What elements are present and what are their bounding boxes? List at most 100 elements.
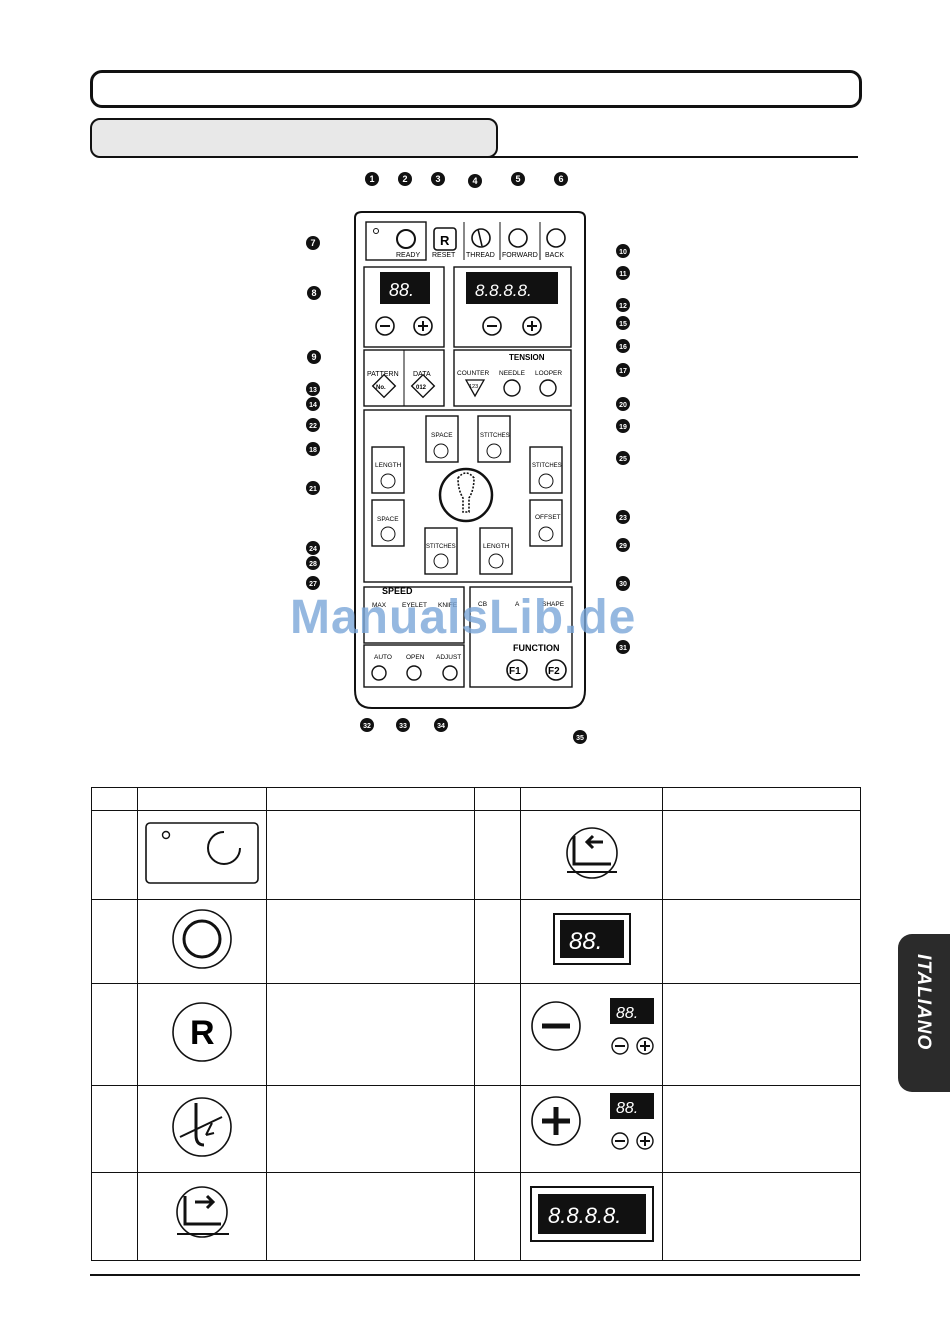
callout-marker bbox=[306, 481, 320, 495]
key-table: 88. R 88. bbox=[91, 787, 861, 1261]
length-bottom-label: LENGTH bbox=[483, 543, 510, 550]
f2-label: F2 bbox=[548, 666, 560, 677]
back-key-icon bbox=[565, 826, 618, 879]
space-left-label: SPACE bbox=[377, 516, 399, 523]
callout-number: 5 bbox=[515, 174, 520, 184]
max-label: MAX bbox=[372, 602, 387, 609]
callout-marker bbox=[398, 172, 412, 186]
callout-number: 28 bbox=[309, 561, 317, 568]
callout-number: 20 bbox=[619, 402, 627, 409]
adjust-label: ADJUST bbox=[436, 654, 461, 661]
callout-marker bbox=[616, 510, 630, 524]
callout-number: 12 bbox=[619, 303, 627, 310]
open-icon bbox=[406, 665, 422, 681]
callout-marker bbox=[306, 418, 320, 432]
plus-key-icon: 88. bbox=[530, 1092, 654, 1150]
callout-number: 8 bbox=[311, 288, 316, 298]
callout-marker bbox=[360, 718, 374, 732]
callout-number: 33 bbox=[399, 723, 407, 730]
callout-number: 15 bbox=[619, 321, 627, 328]
tension-label: TENSION bbox=[509, 353, 545, 362]
callout-marker bbox=[306, 556, 320, 570]
small-display bbox=[380, 272, 430, 304]
callout-number: 7 bbox=[310, 238, 315, 248]
minus-key-icon: 88. bbox=[530, 998, 654, 1055]
auto-icon bbox=[371, 665, 387, 681]
reset-key-icon: R bbox=[172, 1002, 232, 1062]
callout-marker bbox=[616, 316, 630, 330]
callout-marker bbox=[434, 718, 448, 732]
a-label: A bbox=[515, 601, 520, 608]
watermark: ManualsLib.de bbox=[290, 591, 637, 644]
table-row: 88. bbox=[91, 899, 861, 984]
callout-marker bbox=[396, 718, 410, 732]
knife-label: KNIFE bbox=[438, 602, 458, 609]
language-label: ITALIANO bbox=[913, 954, 934, 1051]
callout-marker bbox=[554, 172, 568, 186]
function-label: FUNCTION bbox=[513, 643, 560, 653]
thread-icon bbox=[471, 228, 491, 248]
callout-marker bbox=[306, 382, 320, 396]
data-icon-text: 012 bbox=[416, 385, 427, 391]
callout-number: 24 bbox=[309, 546, 317, 553]
ready-label: READY bbox=[396, 252, 420, 259]
needle-label: NEEDLE bbox=[499, 370, 526, 377]
callout-number: 3 bbox=[435, 174, 440, 184]
footer-rule bbox=[90, 1274, 860, 1276]
eyelet-label: EYELET bbox=[402, 602, 427, 609]
back-label: BACK bbox=[545, 252, 564, 259]
cb-label: CB bbox=[478, 601, 487, 608]
callout-number: 11 bbox=[619, 271, 627, 278]
counter-icon bbox=[464, 379, 486, 398]
small-display-icon: 88. bbox=[552, 913, 631, 965]
callout-number: 9 bbox=[311, 352, 316, 362]
callout-number: 23 bbox=[619, 515, 627, 522]
callout-number: 29 bbox=[619, 543, 627, 550]
plus-button-small-icon bbox=[413, 316, 433, 336]
pattern-label: PATTERN bbox=[367, 371, 399, 378]
reset-label: RESET bbox=[432, 252, 456, 259]
callout-number: 13 bbox=[309, 387, 317, 394]
offset-label: OFFSET bbox=[535, 514, 561, 521]
pattern-icon bbox=[371, 373, 397, 399]
language-side-tab: ITALIANO bbox=[898, 934, 950, 1092]
stitches-bottom-label: STITCHES bbox=[426, 544, 456, 550]
callout-number: 30 bbox=[619, 581, 627, 588]
table-row: 8.8.8.8. bbox=[91, 1172, 861, 1261]
callout-number: 34 bbox=[437, 723, 445, 730]
minus-button-small-icon bbox=[375, 316, 395, 336]
callout-marker bbox=[306, 541, 320, 555]
callout-number: 16 bbox=[619, 344, 627, 351]
looper-label: LOOPER bbox=[535, 370, 562, 377]
operation-panel-diagram: READY R RESET THREAD FORWARD BACK 88. 8.… bbox=[306, 172, 630, 744]
table-header-row bbox=[91, 787, 861, 811]
large-display-icon: 8.8.8.8. bbox=[529, 1186, 654, 1242]
callout-marker bbox=[616, 298, 630, 312]
callout-marker bbox=[616, 244, 630, 258]
table-row: 88. bbox=[91, 1085, 861, 1173]
forward-label: FORWARD bbox=[502, 252, 538, 259]
counter-icon-text: 123 bbox=[469, 384, 478, 390]
callout-marker bbox=[616, 266, 630, 280]
subtitle-rule bbox=[292, 156, 858, 158]
callout-marker bbox=[616, 451, 630, 465]
counter-label: COUNTER bbox=[457, 370, 489, 377]
callout-number: 18 bbox=[309, 447, 317, 454]
callout-marker bbox=[306, 442, 320, 456]
callout-number: 19 bbox=[619, 424, 627, 431]
callout-number: 10 bbox=[619, 249, 627, 256]
table-row bbox=[91, 810, 861, 900]
callout-marker bbox=[616, 419, 630, 433]
callout-marker bbox=[616, 397, 630, 411]
small-display-digits: 88. bbox=[616, 1100, 638, 1117]
callout-marker bbox=[468, 174, 482, 188]
looper-tension-icon bbox=[539, 379, 557, 397]
reset-letter: R bbox=[440, 233, 450, 248]
forward-key-icon bbox=[176, 1186, 229, 1238]
thread-label: THREAD bbox=[466, 252, 495, 259]
callout-number: 27 bbox=[309, 581, 317, 588]
callout-number: 4 bbox=[472, 176, 477, 186]
callout-marker bbox=[616, 363, 630, 377]
panel-outline bbox=[354, 211, 586, 709]
callout-marker bbox=[511, 172, 525, 186]
